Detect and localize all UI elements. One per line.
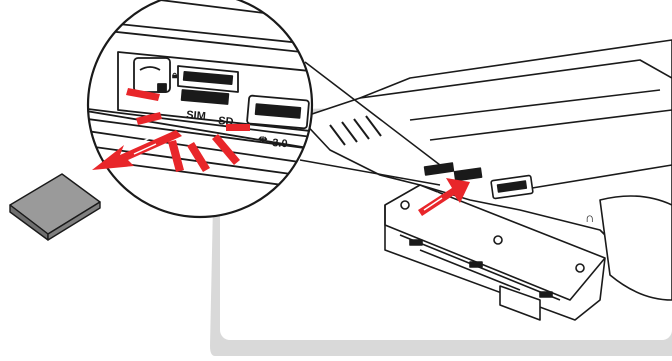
eject-arrow-icon bbox=[92, 130, 182, 170]
usb-symbol-icon: ⇹ bbox=[258, 133, 268, 146]
lock-icon: 🔒︎ bbox=[172, 70, 178, 81]
laptop-body: ∩ bbox=[299, 39, 672, 301]
push-indicator-icon bbox=[126, 88, 250, 172]
insert-arrow-icon bbox=[418, 178, 470, 216]
vent-slats bbox=[329, 115, 382, 146]
usb-label: 3.0 bbox=[272, 137, 288, 150]
zoom-callout: SIM SD 3.0 ⇹ 🔒︎ bbox=[86, 0, 441, 219]
cover-screw bbox=[493, 235, 503, 245]
port-cover bbox=[384, 184, 606, 321]
zoom-sim-slot bbox=[180, 89, 230, 105]
callout-leader bbox=[304, 61, 441, 166]
body-sim-slot bbox=[423, 162, 455, 176]
sd-card-icon bbox=[9, 173, 101, 241]
body-headset-icon: ∩ bbox=[585, 210, 594, 225]
cover-screw bbox=[400, 200, 410, 210]
body-sd-slot bbox=[453, 167, 483, 182]
cover-screw bbox=[575, 263, 585, 273]
sim-label: SIM bbox=[186, 109, 207, 123]
callout-leader bbox=[299, 159, 441, 186]
